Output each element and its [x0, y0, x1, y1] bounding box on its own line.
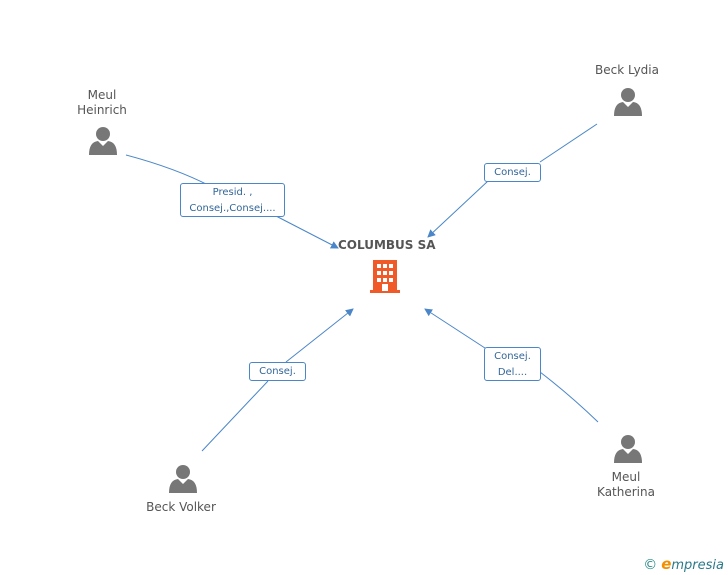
role-box-beck-volker[interactable]: Consej.	[249, 362, 306, 381]
person-name-beck-lydia[interactable]: Beck Lydia	[585, 63, 669, 78]
person-name-meul-katherina[interactable]: Meul Katherina	[588, 470, 664, 500]
role-box-meul-katherina[interactable]: Consej. Del....	[484, 347, 541, 381]
role-line: Consej.	[494, 167, 531, 178]
name-line: Heinrich	[77, 103, 127, 117]
edge-meul-heinrich	[125, 154, 338, 248]
name-line: Katherina	[597, 485, 655, 499]
brand-initial: e	[661, 555, 672, 573]
person-name-meul-heinrich[interactable]: Meul Heinrich	[66, 88, 138, 118]
role-box-meul-heinrich[interactable]: Presid. , Consej.,Consej....	[180, 183, 285, 217]
role-line: Presid. ,	[212, 187, 253, 198]
edge-meul-katherina	[425, 309, 599, 423]
role-line: Consej.	[259, 366, 296, 377]
name-line: Beck Lydia	[595, 63, 659, 77]
company-name[interactable]: COLUMBUS SA	[338, 238, 436, 252]
name-line: Meul	[87, 88, 117, 102]
brand-name: mpresia	[671, 558, 724, 573]
name-line: Meul	[611, 470, 641, 484]
brand-logo: ©empresia	[643, 555, 724, 573]
role-line: Del....	[497, 367, 528, 378]
person-icon[interactable]	[614, 435, 642, 463]
name-line: Beck Volker	[146, 500, 216, 514]
person-icon[interactable]	[614, 88, 642, 116]
edge-beck-lydia	[428, 123, 598, 237]
building-icon[interactable]	[370, 260, 400, 293]
person-icon[interactable]	[89, 127, 117, 155]
person-name-beck-volker[interactable]: Beck Volker	[139, 500, 223, 515]
edge-beck-volker	[201, 309, 353, 452]
role-line: Consej.,Consej....	[189, 203, 276, 214]
copyright-icon: ©	[643, 557, 658, 573]
role-box-beck-lydia[interactable]: Consej.	[484, 163, 541, 182]
person-icon[interactable]	[169, 465, 197, 493]
role-line: Consej.	[494, 351, 531, 362]
